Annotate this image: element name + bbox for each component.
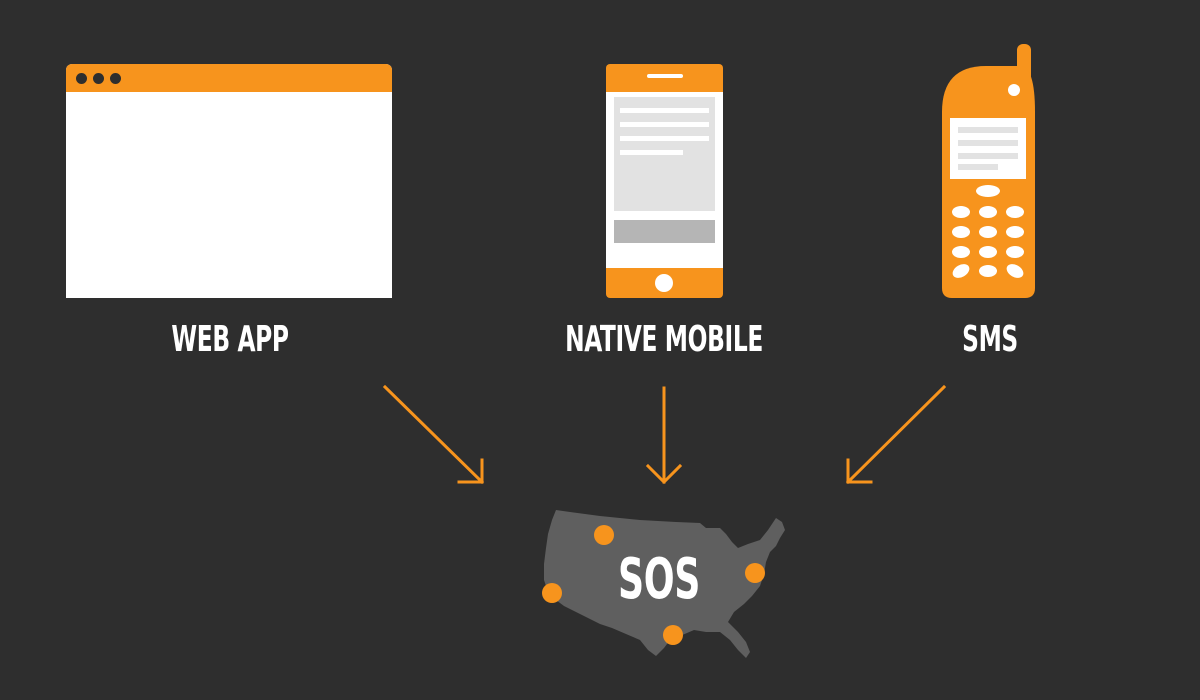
browser-window-icon	[66, 64, 392, 298]
input-bar	[614, 220, 715, 243]
feature-phone-icon	[942, 44, 1035, 298]
smartphone-icon	[606, 64, 723, 298]
sos-label: SOS	[617, 547, 700, 612]
location-marker	[745, 563, 765, 583]
web-app-label: WEB APP	[171, 319, 289, 360]
window-dot	[93, 73, 104, 84]
location-marker	[663, 625, 683, 645]
native-mobile-label: NATIVE MOBILE	[565, 319, 763, 360]
earpiece	[1008, 84, 1020, 96]
location-marker	[594, 525, 614, 545]
browser-titlebar	[66, 64, 392, 92]
speaker-slot	[647, 74, 683, 78]
location-marker	[542, 583, 562, 603]
usa-map-icon	[542, 510, 785, 658]
arrow-web-to-map	[382, 384, 485, 485]
window-dot	[76, 73, 87, 84]
keypad	[952, 206, 1024, 278]
window-dot	[110, 73, 121, 84]
sms-label: SMS	[962, 319, 1018, 360]
nav-key	[976, 185, 1000, 197]
arrow-sms-to-map	[845, 384, 947, 485]
arrow-native-to-map	[645, 386, 683, 485]
home-button-icon	[655, 274, 673, 292]
